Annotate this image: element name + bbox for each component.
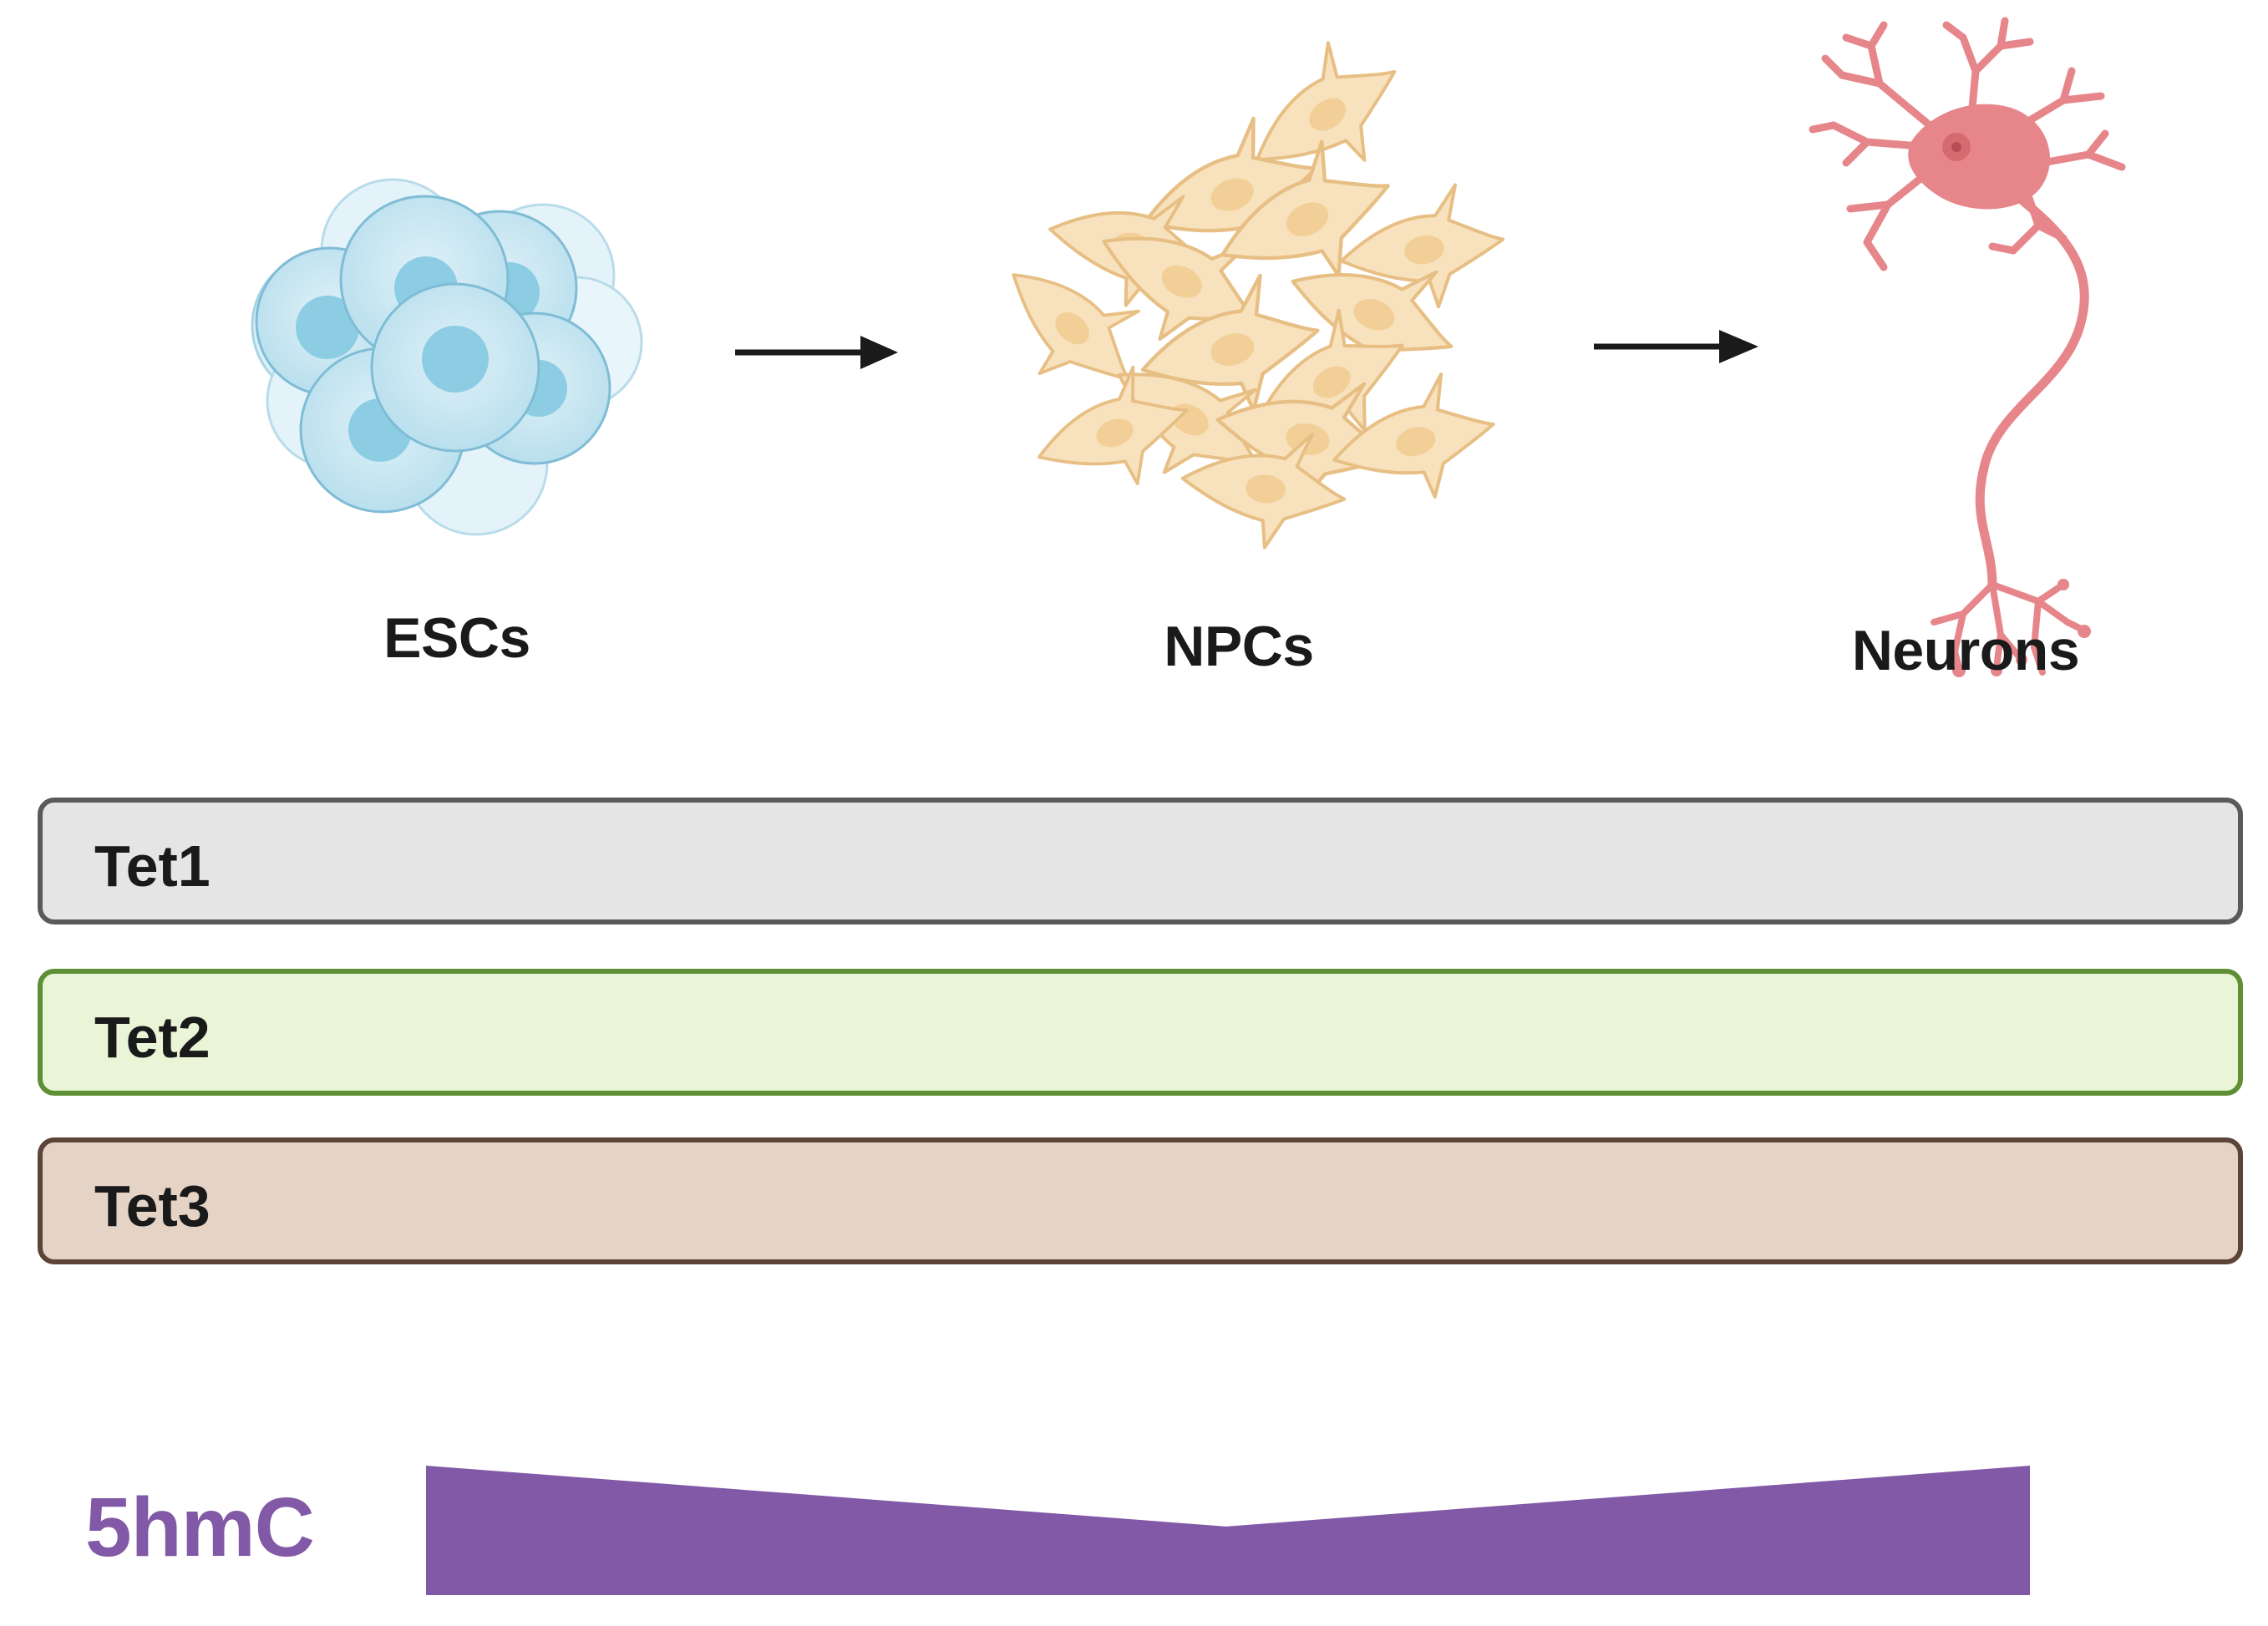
- tet3-row: Tet3: [38, 1137, 2243, 1264]
- 5hmc-label: 5hmC: [85, 1481, 315, 1574]
- stage-label-npcs: NPCs: [1164, 615, 1314, 678]
- tet1-row: Tet1: [38, 798, 2243, 924]
- npc-cell: [1332, 372, 1495, 499]
- transition-arrow-2: [1594, 330, 1758, 363]
- npc-cell: [1339, 183, 1505, 309]
- tet2-label: Tet2: [94, 1005, 211, 1070]
- npc-cell: [1255, 41, 1397, 162]
- npc-cell: [1140, 273, 1320, 413]
- esc-cluster-icon: [251, 178, 643, 536]
- tet3-label: Tet3: [94, 1173, 211, 1238]
- neuron-icon: [1809, 17, 2126, 677]
- transition-arrow-1: [735, 336, 898, 369]
- tet2-row: Tet2: [38, 969, 2243, 1096]
- tet1-label: Tet1: [94, 833, 211, 899]
- stage-label-neurons: Neurons: [1851, 619, 2080, 682]
- stage-label-escs: ESCs: [383, 606, 530, 670]
- 5hmc-level-shape: [426, 1466, 2030, 1595]
- npc-cluster-icon: [1012, 41, 1505, 550]
- npc-cell: [1180, 433, 1347, 550]
- npc-cell: [1037, 365, 1189, 486]
- npc-cell: [1220, 139, 1390, 278]
